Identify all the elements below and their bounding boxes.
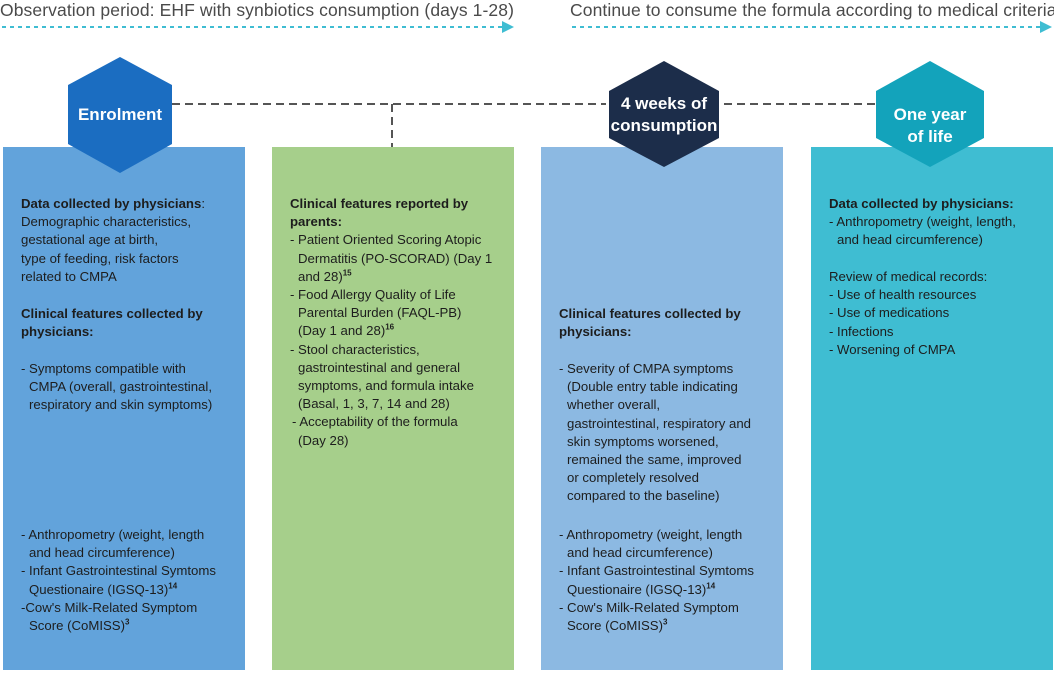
comiss-item: - Cow's Milk-Related Symptom [559, 599, 739, 615]
anthropometry-item: - Anthropometry (weight, length [559, 527, 743, 542]
continue-consumption-label: Continue to consume the formula accordin… [570, 0, 1054, 20]
milestone-label: Enrolment [77, 105, 163, 124]
enrolment-physician-data: Data collected by physicians: Demographi… [21, 195, 237, 286]
four-weeks-heading: Clinical features collected by physician… [559, 306, 741, 340]
po-scorad-item: - Patient Oriented Scoring Atopic [290, 232, 482, 248]
enrolment-column: Data collected by physicians: Demographi… [3, 147, 245, 670]
enrolment-physician-item: gestational age at birth, [21, 232, 159, 248]
stool-item: - Stool characteristics, [290, 341, 420, 357]
reference-superscript: 3 [663, 617, 668, 627]
milestone-label: One year [893, 105, 967, 124]
milestone-label: of life [907, 127, 953, 146]
one-year-column: Data collected by physicians: - Anthropo… [811, 147, 1053, 670]
reference-superscript: 16 [385, 323, 395, 333]
enrolment-clinical-heading: Clinical features collected by physician… [21, 306, 203, 340]
severity-item: - Severity of CMPA symptoms (Double entr… [559, 361, 751, 504]
review-item: - Infections [829, 323, 894, 339]
parents-column: Clinical features reported by parents: -… [272, 147, 514, 670]
four-weeks-measures-list: - Anthropometry (weight, length and head… [559, 526, 775, 635]
observation-period-arrow [2, 21, 514, 33]
enrolment-physician-heading: Data collected by physicians [21, 196, 202, 211]
enrolment-symptoms-item: - Symptoms compatible with CMPA (overall… [21, 361, 213, 413]
reference-superscript: 3 [125, 617, 130, 627]
enrolment-milestone: Enrolment [68, 104, 172, 126]
four-weeks-hexagon [609, 61, 719, 167]
enrolment-physician-item: Demographic characteristics, [21, 214, 192, 230]
parents-clinical-features: Clinical features reported by parents: -… [290, 195, 506, 450]
review-item: - Worsening of CMPA [829, 341, 956, 357]
milestone-label: 4 weeks of [621, 94, 707, 113]
one-year-milestone: One year of life [876, 104, 984, 148]
review-item: - Use of health resources [829, 287, 977, 303]
igsq-item: - Infant Gastrointestinal Symtoms [559, 563, 754, 579]
one-year-physician-data: Data collected by physicians: - Anthropo… [829, 195, 1045, 250]
igsq-item: - Infant Gastrointestinal Symtoms [21, 563, 216, 579]
continue-consumption-arrow [572, 21, 1052, 33]
faql-pb-item: - Food Allergy Quality of Life [290, 287, 456, 303]
reference-superscript: 14 [706, 581, 716, 591]
reference-superscript: 14 [168, 581, 178, 591]
parents-heading: Clinical features reported by [290, 196, 469, 211]
enrolment-hexagon [68, 57, 172, 173]
comiss-item: -Cow's Milk-Related Symptom [21, 599, 198, 615]
enrolment-physician-item: type of feeding, risk factors [21, 250, 179, 266]
reference-superscript: 15 [342, 268, 352, 278]
milestone-connector [172, 103, 878, 147]
acceptability-item: - Acceptability of the formula [292, 414, 458, 430]
anthropometry-item: - Anthropometry (weight, length, [829, 214, 1016, 230]
observation-period-label: Observation period: EHF with synbiotics … [0, 0, 515, 20]
anthropometry-item: - Anthropometry (weight, length [21, 527, 205, 542]
enrolment-physician-item: related to CMPA [21, 268, 117, 284]
milestone-label: consumption [610, 116, 718, 135]
review-heading: Review of medical records: [829, 269, 988, 284]
medical-records-review: Review of medical records: - Use of heal… [829, 268, 1045, 359]
four-weeks-column: Clinical features collected by physician… [541, 147, 783, 670]
one-year-hexagon [876, 61, 984, 167]
review-item: - Use of medications [829, 305, 950, 321]
four-weeks-milestone: 4 weeks of consumption [604, 93, 724, 137]
enrolment-measures-list: - Anthropometry (weight, length and head… [21, 526, 237, 635]
one-year-heading: Data collected by physicians: [829, 196, 1014, 211]
